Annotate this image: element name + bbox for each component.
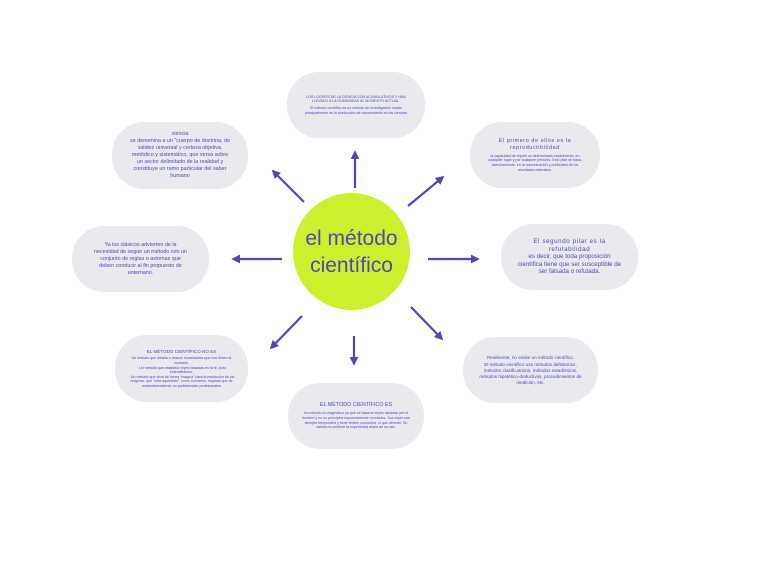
node-bottom-right[interactable]: Realmente, no existe un método científic…: [463, 337, 598, 403]
node-bottom-left-line: Un método que detalla o reduce moralidad…: [131, 356, 232, 365]
arrow-bottom-left: [269, 315, 303, 350]
node-right-heading: El segundo pilar es la refutabilidad: [533, 238, 606, 253]
node-right-body: es decir, que toda proposición científic…: [517, 253, 622, 276]
node-top-left-heading: ciencia: [171, 131, 189, 137]
node-bottom-heading: EL MÉTODO CIENTÍFICO ES: [319, 402, 393, 409]
arrow-top-right: [407, 175, 445, 207]
node-bottom-right-body: El método científico usa métodos definit…: [479, 362, 582, 385]
node-top-left[interactable]: ciencia se denomina a un "cuerpo de doct…: [112, 122, 248, 189]
central-topic-label: el método científico: [305, 226, 398, 277]
node-bottom-left-line: enigmas, que "está aquietado", como huma…: [130, 379, 233, 384]
node-bottom-left-heading: EL MÉTODO CIENTÍFICO NO ES: [146, 348, 217, 354]
node-bottom-left-line: · Un método que establece leyes basadas …: [136, 365, 227, 375]
node-bottom-left-line: · Un método que sirva de forma "mágica" …: [128, 374, 235, 379]
central-topic[interactable]: el método científico: [293, 193, 410, 310]
node-top-left-body: se denomina a un "cuerpo de doctrina, de…: [130, 138, 230, 179]
arrow-bottom-right: [410, 306, 444, 341]
node-top-right[interactable]: El primero de ellos es la reproductibili…: [470, 122, 600, 188]
node-bottom-body: Un método no dogmático ya que se basa en…: [302, 411, 410, 430]
node-bottom-left-line: sustentar/sostener un profesión/ser prof…: [142, 383, 221, 388]
node-bottom-left[interactable]: EL MÉTODO CIENTÍFICO NO ES Un método que…: [115, 335, 248, 402]
node-top-right-heading: El primero de ellos es la reproductibili…: [498, 137, 572, 151]
node-bottom-right-heading: Realmente, no existe un método científic…: [487, 354, 574, 360]
node-top-heading: LOS LOGROS DE LA CIENCIA SON ACUMULATIVO…: [306, 94, 406, 104]
node-left[interactable]: Ya los clásicos advierten de la necesida…: [72, 226, 209, 292]
node-top-right-body: la capacidad de repetir un determinado e…: [488, 153, 582, 172]
node-right[interactable]: El segundo pilar es la refutabilidad es …: [501, 224, 638, 290]
node-bottom[interactable]: EL MÉTODO CIENTÍFICO ES Un método no dog…: [288, 383, 424, 449]
node-top-body: El método científico es un método de inv…: [304, 106, 408, 115]
node-top[interactable]: LOS LOGROS DE LA CIENCIA SON ACUMULATIVO…: [287, 72, 425, 138]
node-left-text: Ya los clásicos advierten de la necesida…: [94, 241, 187, 276]
arrow-top-left: [271, 169, 305, 203]
